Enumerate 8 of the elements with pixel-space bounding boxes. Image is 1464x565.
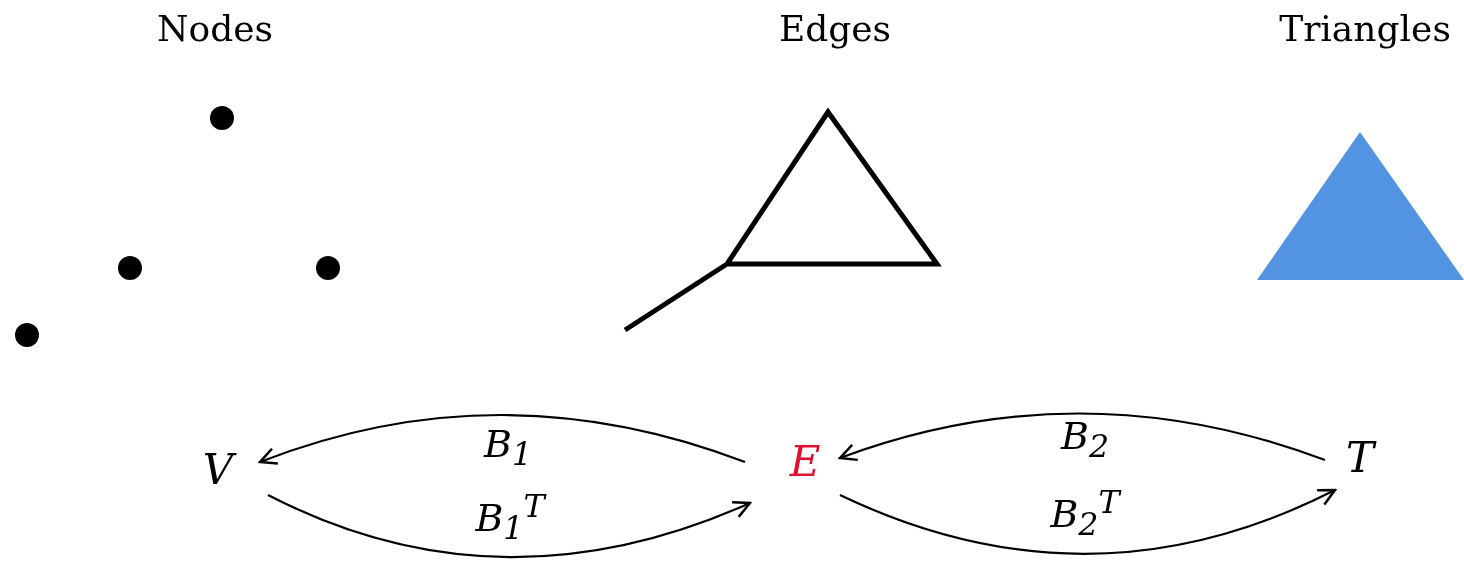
section-heading: Nodes: [157, 8, 273, 49]
section-heading: Edges: [778, 8, 892, 49]
section-heading: Triangles: [1279, 8, 1451, 49]
set-symbol: E: [789, 441, 821, 483]
arrow: [838, 412, 1326, 462]
arrow: [258, 413, 746, 466]
arrow: [267, 494, 752, 559]
arrow: [839, 488, 1337, 555]
